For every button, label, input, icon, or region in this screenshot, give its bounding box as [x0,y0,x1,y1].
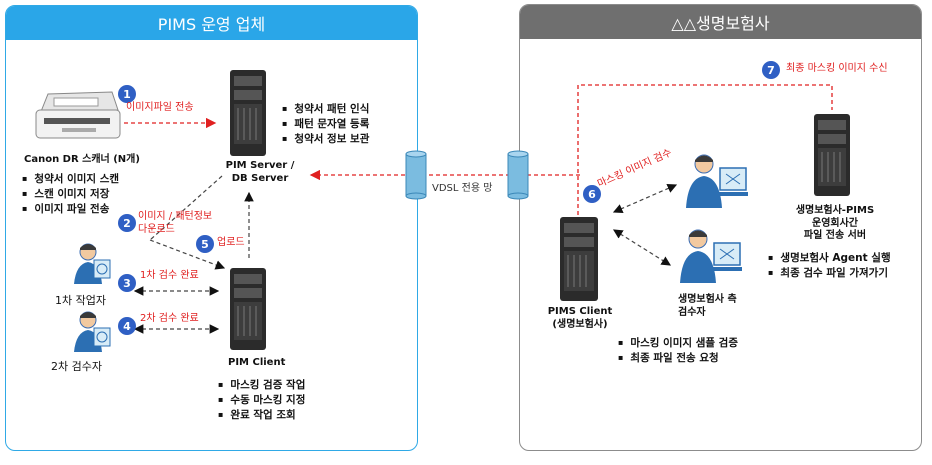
pims-client-bullet: 최종 파일 전송 요청 [618,351,738,366]
step-7-badge: 7 [762,61,780,79]
pim-server-label: PIM Server / DB Server [225,160,295,185]
step-4-badge: 4 [118,317,136,335]
arrow-final-receive [577,84,833,215]
pims-client-label: PIMS Client (생명보험사) [540,306,620,331]
reviewer-label: 생명보험사 측 검수자 [678,294,737,319]
arrow-server-to-client [149,175,223,241]
step-1-text: 이미지파일 전송 [126,102,194,113]
insurer-title: △△생명보험사 [520,5,921,39]
pim-client-icon [228,266,268,356]
insurer-server-bullets: 생명보험사 Agent 실행 최종 검수 파일 가져가기 [768,251,891,281]
pim-server-icon [228,68,268,162]
pim-server-label-line2: DB Server [231,172,289,184]
pim-client-label: PIM Client [228,357,286,368]
scanner-icon [32,84,122,148]
pims-client-bullets: 마스킹 이미지 샘플 검증 최종 파일 전송 요청 [618,336,738,366]
worker-2-icon [72,308,112,360]
scanner-bullets: 청약서 이미지 스캔 스캔 이미지 저장 이미지 파일 전송 [22,172,119,217]
step-4-text: 2차 검수 완료 [140,313,199,324]
step-7-text: 최종 마스킹 이미지 수신 [786,63,888,74]
server-bullet: 패턴 문자열 등록 [282,117,369,132]
insurer-server-icon [812,112,852,202]
pims-operator-title: PIMS 운영 업체 [6,6,417,40]
arrow-reviewer-bottom [612,229,672,266]
pims-operator-panel: PIMS 운영 업체 [5,5,418,451]
worker-1-label: 1차 작업자 [55,294,106,307]
pims-client-label-line1: PIMS Client [547,306,613,317]
reviewer-1-icon [684,150,750,216]
step-2-text-line1: 이미지 / 패턴정보 [138,211,213,222]
insurer-server-label: 생명보험사-PIMS 운영회사간 파일 전송 서버 [780,205,890,243]
step-2-text: 이미지 / 패턴정보 다운로드 [138,211,212,236]
step-1-badge: 1 [118,85,136,103]
step-5-text: 업로드 [217,237,245,248]
client-bullets: 마스킹 검증 작업 수동 마스킹 지정 완료 작업 조회 [218,378,305,423]
vdsl-label: VDSL 전용 망 [432,183,493,194]
insurer-server-bullet: 생명보험사 Agent 실행 [768,251,890,266]
step-3-badge: 3 [118,274,136,292]
arrow-reviewer-top [612,183,678,214]
scanner-label: Canon DR 스캐너 (N개) [24,154,140,165]
pims-client-bullet: 마스킹 이미지 샘플 검증 [618,336,738,351]
reviewer-label-line2: 검수자 [678,306,706,318]
pims-client-icon [558,215,600,307]
scanner-bullet: 청약서 이미지 스캔 [22,172,119,187]
insurer-server-bullet: 최종 검수 파일 가져가기 [768,266,891,281]
vdsl-right-node-icon [506,150,530,204]
insurer-server-label-line1: 생명보험사-PIMS [795,205,875,216]
scanner-bullet: 이미지 파일 전송 [22,202,119,217]
client-bullet: 완료 작업 조회 [218,408,305,423]
pims-client-label-line2: (생명보험사) [552,318,608,330]
insurer-panel: △△생명보험사 [519,4,922,451]
arrow-download-to-client [149,239,226,270]
step-3-text: 1차 검수 완료 [140,270,199,281]
reviewer-label-line1: 생명보험사 측 [678,294,737,305]
step-6-badge: 6 [583,185,601,203]
reviewer-2-icon [678,225,744,291]
step-5-badge: 5 [196,235,214,253]
pim-server-label-line1: PIM Server / [225,160,295,171]
insurer-server-label-line3: 파일 전송 서버 [803,230,867,241]
server-bullets: 청약서 패턴 인식 패턴 문자열 등록 청약서 정보 보관 [282,102,369,147]
insurer-server-label-line2: 운영회사간 [812,217,858,229]
client-bullet: 수동 마스킹 지정 [218,393,305,408]
vdsl-left-node-icon [404,150,428,204]
step-2-badge: 2 [118,214,136,232]
client-bullet: 마스킹 검증 작업 [218,378,305,393]
scanner-bullet: 스캔 이미지 저장 [22,187,119,202]
worker-2-label: 2차 검수자 [51,360,102,373]
step-2-text-line2: 다운로드 [138,223,175,235]
worker-1-icon [72,240,112,292]
server-bullet: 청약서 패턴 인식 [282,102,369,117]
server-bullet: 청약서 정보 보관 [282,132,369,147]
